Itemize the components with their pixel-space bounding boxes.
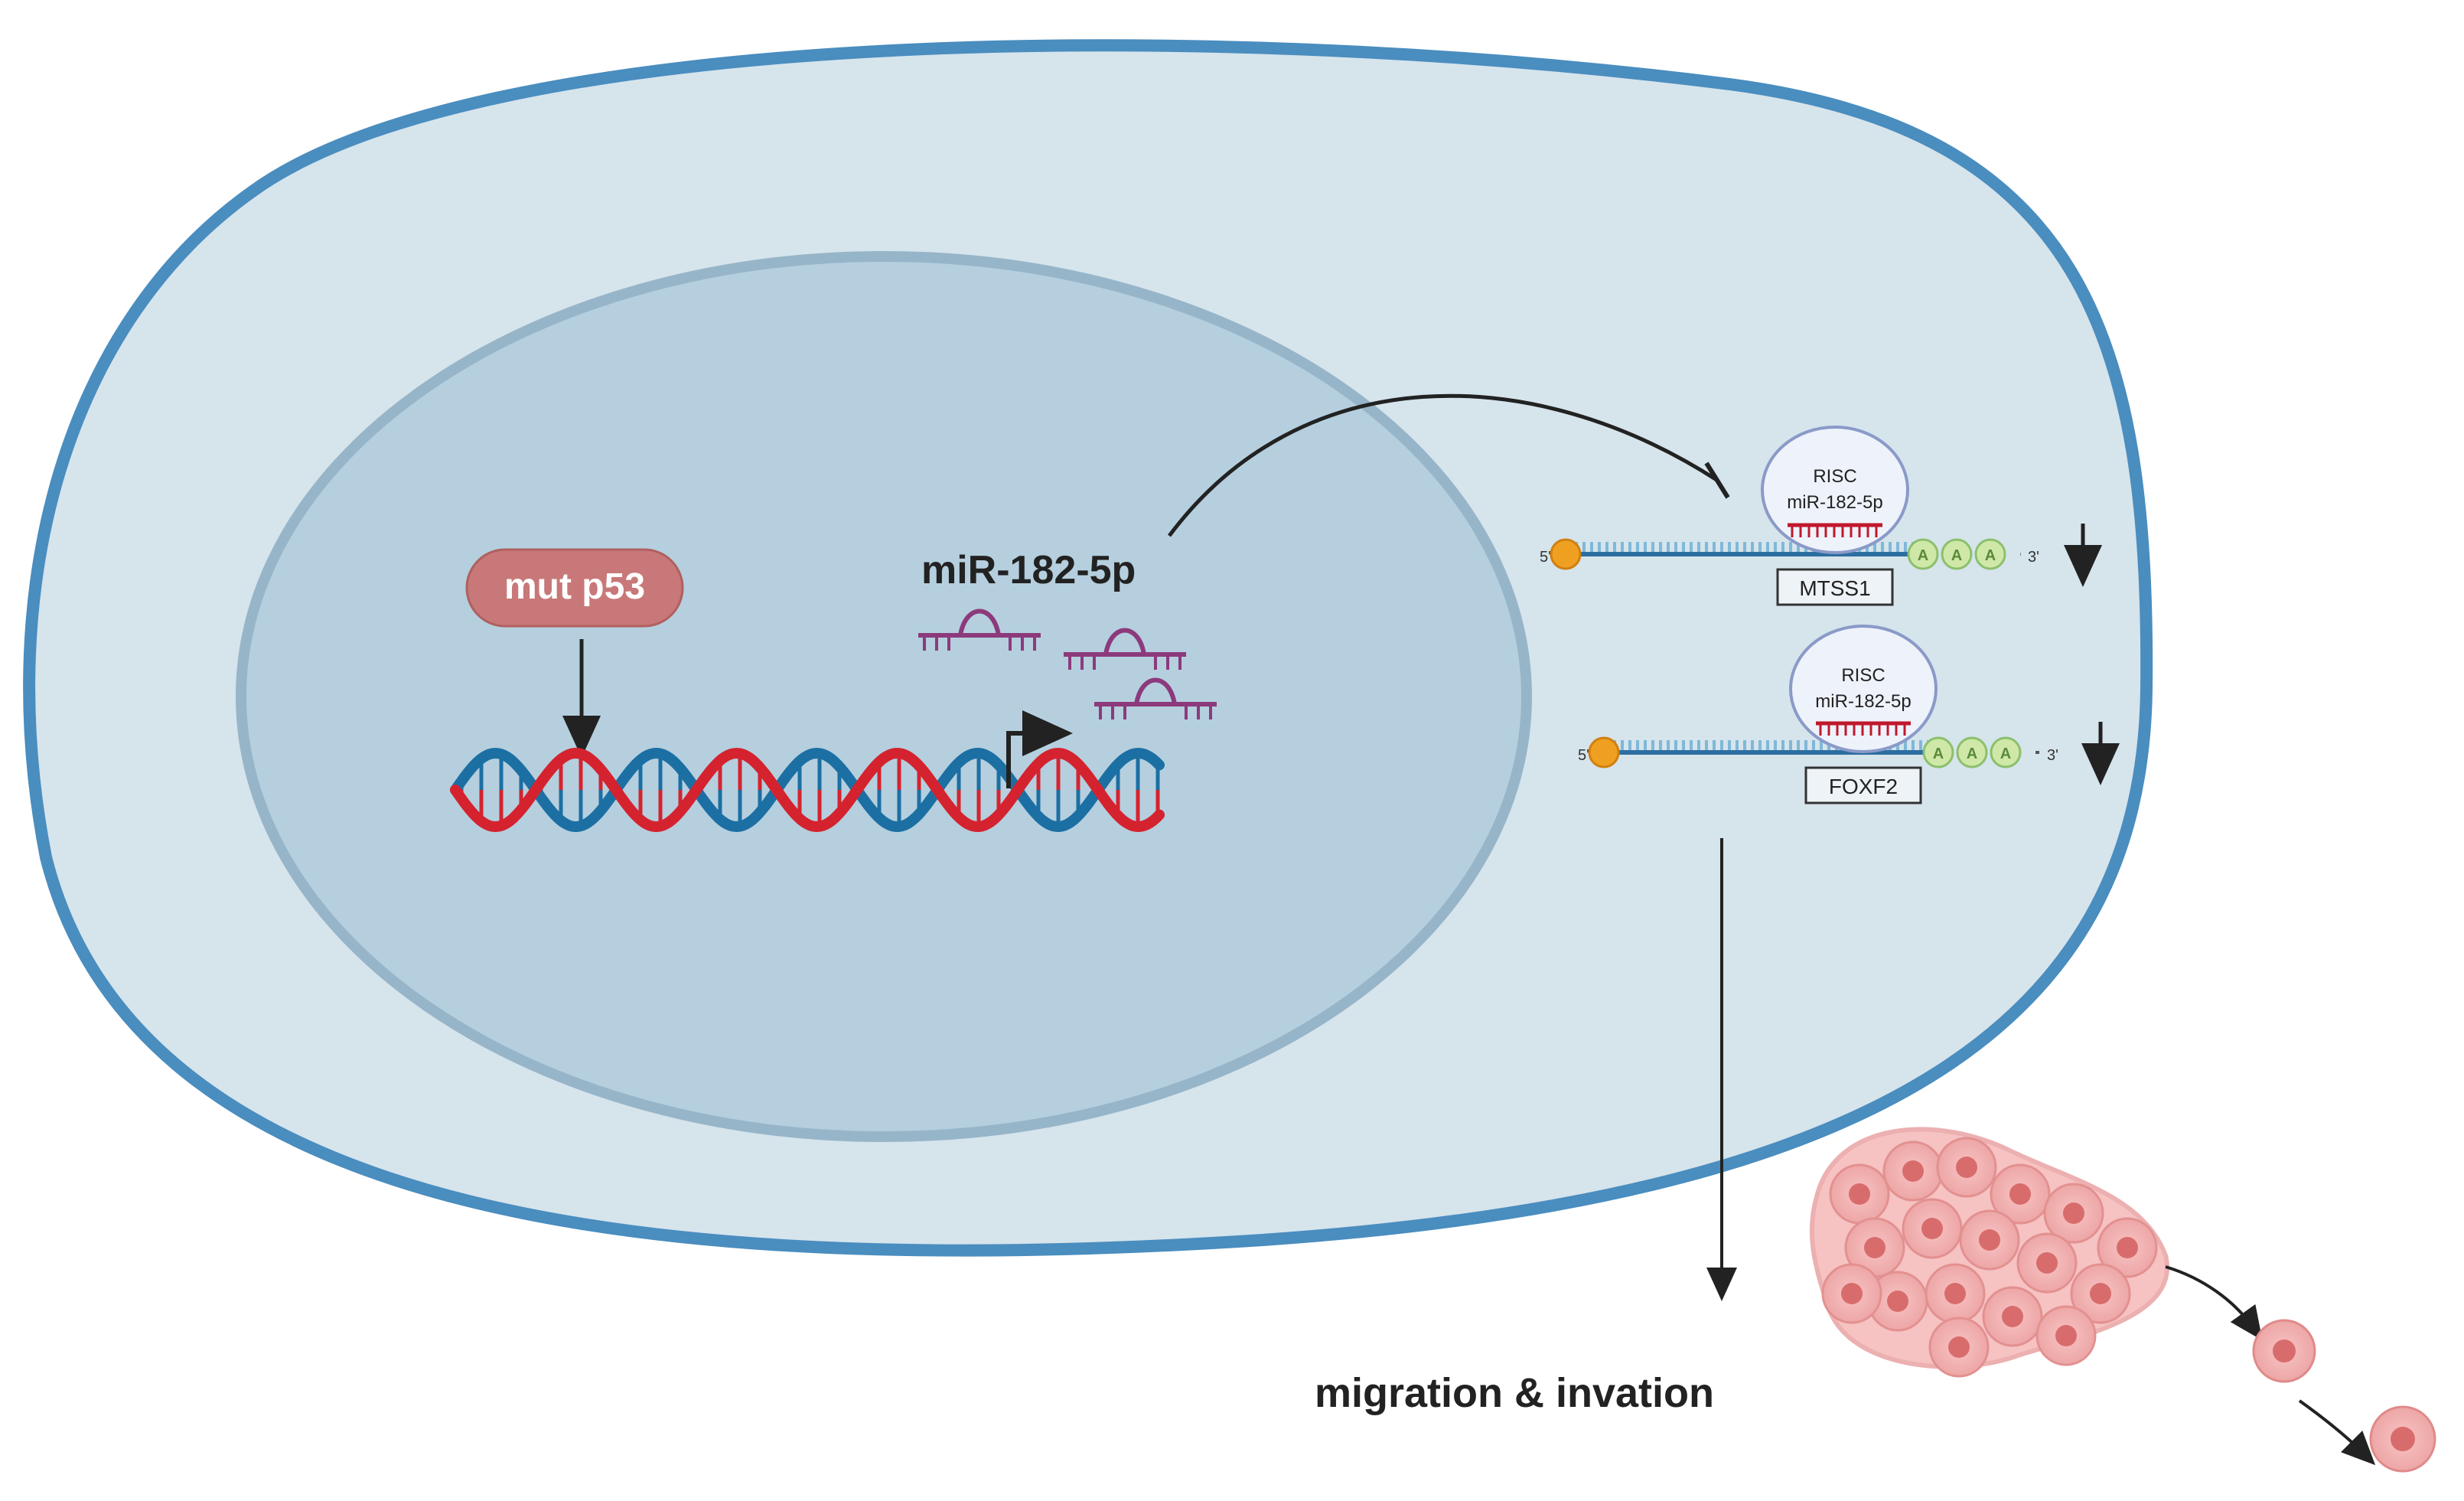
svg-text:A: A: [1933, 746, 1944, 762]
dna-double-helix: [450, 747, 1165, 833]
tumor-cluster-illustration: [1809, 1127, 2169, 1378]
tumor-cell: [1925, 1263, 1986, 1324]
five-prime-label: 5': [1540, 549, 1551, 566]
mirna-group: [918, 609, 1217, 720]
tumor-cell: [1844, 1217, 1905, 1278]
risc-title: RISC: [1813, 466, 1856, 487]
svg-text:A: A: [1951, 547, 1962, 564]
nucleus: [236, 251, 1532, 1142]
tumor-cell: [1829, 1163, 1890, 1225]
metastasis-arrow-2: [2298, 1399, 2376, 1466]
tumor-cell: [2097, 1217, 2158, 1278]
metastatic-cell-2: [2369, 1405, 2436, 1473]
risc-complex-icon: RISC miR-182-5p: [1789, 625, 1938, 753]
svg-text:A: A: [1985, 547, 1996, 564]
risc-mirna-label: miR-182-5p: [1787, 492, 1882, 513]
poly-a-bead: A: [1990, 736, 2022, 768]
mirna-label: miR-182-5p: [921, 548, 1136, 592]
risc-mirna-label: miR-182-5p: [1815, 691, 1911, 712]
gene-label-box: MTSS1: [1776, 568, 1894, 606]
tumor-cell: [1902, 1198, 1963, 1259]
mut-p53-label: mut p53: [504, 566, 645, 607]
outcome-label: migration & invation: [1315, 1370, 1714, 1416]
tumor-cell: [1982, 1286, 2043, 1347]
tumor-cell: [2043, 1183, 2104, 1244]
tumor-cell: [1882, 1140, 1944, 1202]
tumor-cell: [1959, 1209, 2020, 1271]
inhibition-arc: [1167, 393, 1719, 537]
dna-strand-red: [450, 747, 1165, 833]
poly-a-bead: A: [1907, 538, 1939, 570]
three-prime-label: 3': [2028, 549, 2039, 566]
tumor-cell: [1990, 1163, 2051, 1225]
five-prime-label: 5': [1578, 747, 1589, 764]
gene-label: MTSS1: [1799, 576, 1870, 600]
tumor-cell: [1936, 1137, 1997, 1198]
metastasis-arrow-1: [2165, 1265, 2263, 1341]
gene-label: FOXF2: [1829, 775, 1898, 798]
mirna-hairpin-icon: [918, 609, 1041, 651]
mut-p53-badge: mut p53: [465, 548, 684, 628]
tumor-cell: [2070, 1263, 2131, 1324]
mirna-hairpin-icon: [1064, 628, 1186, 670]
dna-strand-blue: [450, 747, 1165, 833]
svg-text:A: A: [1918, 547, 1928, 564]
risc-complex-icon: RISC miR-182-5p: [1761, 426, 1909, 554]
transcription-start-arrow: [1006, 710, 1073, 788]
poly-a-bead: A: [1941, 538, 1973, 570]
five-prime-cap-icon: [1588, 736, 1620, 768]
five-prime-cap-icon: [1550, 538, 1582, 570]
poly-a-bead: A: [1956, 736, 1988, 768]
mrna-target-mtss1: 5' A A A 3' MTSS1 RISC miR-182-5p: [1540, 426, 2102, 606]
mrna-target-foxf2: 5' A A A 3' FOXF2 RISC miR-182-5p: [1578, 625, 2120, 804]
poly-a-bead: A: [1922, 736, 1954, 768]
svg-text:A: A: [1967, 746, 1977, 762]
tumor-cell: [2016, 1232, 2078, 1294]
svg-text:A: A: [2000, 746, 2011, 762]
gene-label-box: FOXF2: [1804, 766, 1922, 804]
risc-title: RISC: [1841, 665, 1885, 686]
tumor-cell: [1821, 1263, 1882, 1324]
tumor-cell: [2035, 1305, 2097, 1366]
inhibition-bar: [1704, 462, 1730, 499]
tumor-cell: [1928, 1317, 1990, 1378]
mirna-hairpin-icon: [1094, 677, 1217, 720]
three-prime-label: 3': [2047, 747, 2058, 764]
poly-a-bead: A: [1974, 538, 2006, 570]
metastatic-cell-1: [2252, 1319, 2316, 1383]
